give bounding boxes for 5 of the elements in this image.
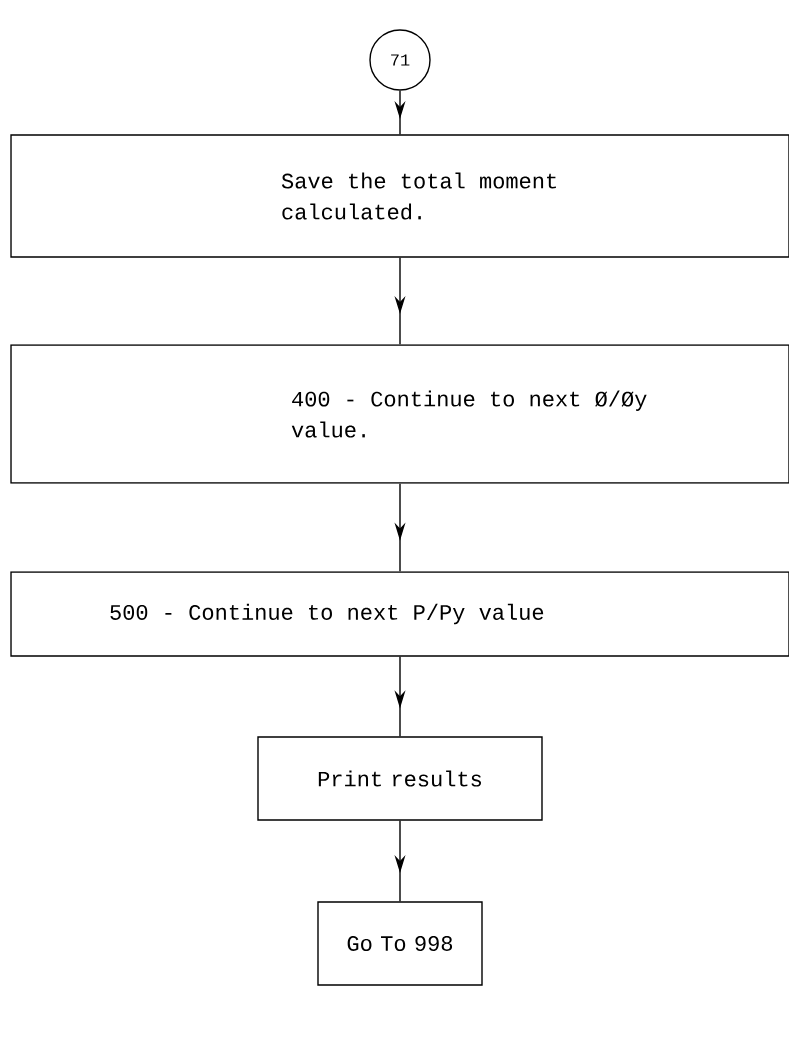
process-box: Print results	[257, 736, 543, 821]
process-box: Save the total moment calculated.	[10, 134, 789, 258]
process-box: 400 - Continue to next Ø/Øy value.	[10, 344, 789, 484]
process-box: Go To 998	[317, 901, 483, 986]
process-box: 500 - Continue to next P/Py value	[10, 571, 789, 657]
